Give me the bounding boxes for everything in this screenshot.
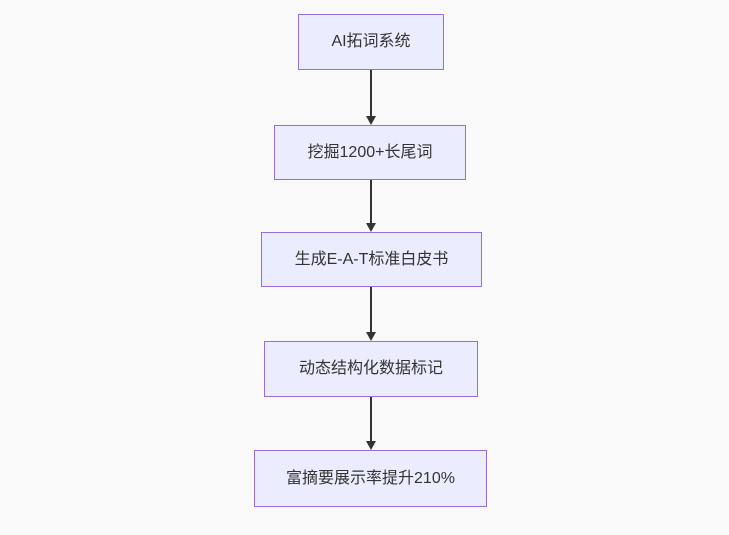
arrowhead-down-icon (365, 441, 376, 450)
flow-arrow-4 (364, 397, 377, 450)
flow-arrow-2 (364, 180, 377, 232)
flow-node-label: 动态结构化数据标记 (298, 360, 443, 377)
flow-node-label: AI拓词系统 (331, 33, 411, 50)
arrowhead-down-icon (365, 223, 376, 232)
flow-node-rich-snippet-rate-increase: 富摘要展示率提升210% (254, 450, 487, 507)
flow-arrow-1 (364, 70, 377, 125)
arrowhead-down-icon (365, 332, 376, 341)
flow-node-label: 挖掘1200+长尾词 (307, 143, 433, 161)
flow-node-label: 富摘要展示率提升210% (286, 469, 455, 487)
flow-arrow-3 (364, 287, 377, 341)
arrow-line (369, 180, 372, 223)
flow-node-mine-longtail-keywords: 挖掘1200+长尾词 (274, 125, 466, 180)
arrowhead-down-icon (365, 116, 376, 125)
arrow-line (369, 287, 372, 332)
arrow-line (369, 70, 372, 116)
arrow-line (369, 397, 372, 441)
flow-node-generate-eat-whitepaper: 生成E-A-T标准白皮书 (261, 232, 482, 287)
flow-node-ai-word-expansion-system: AI拓词系统 (298, 14, 444, 70)
flow-node-dynamic-structured-data-markup: 动态结构化数据标记 (264, 341, 478, 397)
flow-node-label: 生成E-A-T标准白皮书 (294, 250, 449, 268)
